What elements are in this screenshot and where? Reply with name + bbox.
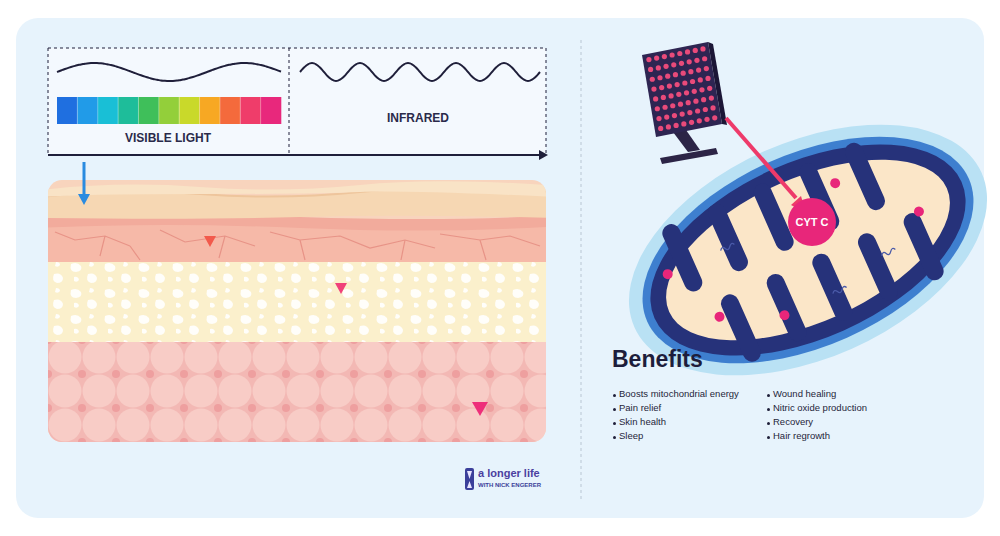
waves <box>57 63 540 81</box>
node-text: CYT C <box>796 216 829 228</box>
benefit-item: Nitric oxide production <box>773 403 867 414</box>
spectrum-label: VISIBLE LIGHT <box>125 132 211 146</box>
bullet-dot <box>767 408 770 411</box>
benefit-item: Pain relief <box>619 403 661 414</box>
bullet-dot <box>767 422 770 425</box>
cytochrome-circle: CYT C <box>788 198 836 246</box>
logo-subtext: WITH NICK ENGERER <box>478 482 541 489</box>
spectrum-label: INFRARED <box>387 112 449 126</box>
section-heading: Benefits <box>612 346 703 372</box>
bullet-dot <box>613 436 616 439</box>
benefit-item: Skin health <box>619 417 666 428</box>
red-light-device <box>642 42 727 164</box>
spectrum-box <box>48 48 546 155</box>
bullet-dot <box>613 422 616 425</box>
logo-text: a longer life <box>478 467 540 480</box>
bullet-dot <box>767 394 770 397</box>
bullet-dot <box>613 408 616 411</box>
benefit-item: Hair regrowth <box>773 431 830 442</box>
divider <box>581 40 582 500</box>
light-beam <box>726 118 796 198</box>
color-bar <box>57 97 281 124</box>
panel <box>16 18 984 518</box>
benefit-item: Wound healing <box>773 389 836 400</box>
logo-icon <box>465 468 474 490</box>
penetration-arrows <box>78 162 488 416</box>
bullet-dot <box>767 436 770 439</box>
axis <box>48 154 540 156</box>
benefit-item: Sleep <box>619 431 643 442</box>
benefit-item: Recovery <box>773 417 813 428</box>
mitochondrion <box>590 74 1000 426</box>
skin-cross-section <box>48 180 546 442</box>
bullet-dot <box>613 394 616 397</box>
benefit-item: Boosts mitochondrial energy <box>619 389 739 400</box>
